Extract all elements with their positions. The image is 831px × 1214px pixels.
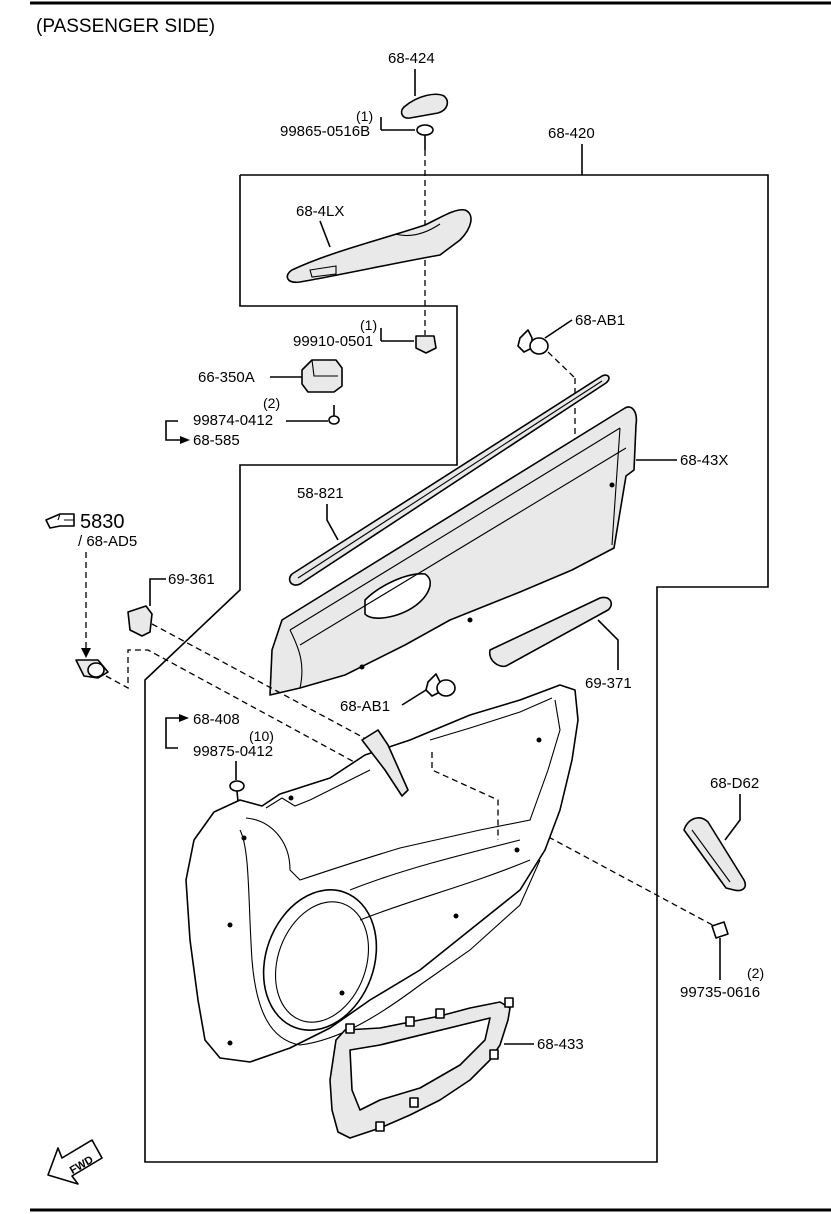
hand-pointer-icon <box>45 513 75 529</box>
label-99874-0412: 99874-0412 <box>193 412 273 429</box>
upper-door-trim-part <box>269 406 638 696</box>
diagram-title: (PASSENGER SIDE) <box>36 16 215 37</box>
door-trim-panel-inner <box>239 699 561 1046</box>
label-99865-0516b: 99865-0516B <box>280 123 370 140</box>
door-clip-mid-icon <box>425 673 456 697</box>
weatherstrip-line <box>297 380 603 579</box>
map-pocket-tabs <box>345 997 514 1132</box>
door-grip-inner <box>691 829 731 883</box>
label-69-361: 69-361 <box>168 571 215 588</box>
label-68-408: 68-408 <box>193 711 240 728</box>
leader-68-4lx <box>319 220 331 248</box>
leader-58-821 <box>326 504 339 541</box>
armrest-switch-panel-detail <box>309 223 441 278</box>
armrest-pad-part <box>488 596 612 668</box>
reference-part: / 68-AD5 <box>78 533 137 550</box>
label-68-585: 68-585 <box>193 432 240 449</box>
qty-screw-bottom: (2) <box>747 965 764 981</box>
small-screw-icon <box>328 405 340 425</box>
trim-screw-icon <box>229 780 245 803</box>
pull-handle-cap-part <box>400 93 449 119</box>
qty-screw-switch: (2) <box>263 395 280 411</box>
label-68-424: 68-424 <box>388 50 435 67</box>
label-68-d62: 68-D62 <box>710 775 759 792</box>
label-58-821: 58-821 <box>297 485 344 502</box>
dash-clip-top <box>547 351 576 379</box>
door-pocket-contour <box>349 839 531 921</box>
arrow-68-408-icon <box>179 714 189 722</box>
forward-arrow-icon: FWD <box>47 1139 103 1185</box>
leader-68-ab1-mid <box>401 689 427 706</box>
bracket-99875-to-68-408 <box>165 717 179 749</box>
label-99910-0501: 99910-0501 <box>293 333 373 350</box>
arrow-ref-icon <box>81 648 91 658</box>
label-68-433: 68-433 <box>537 1036 584 1053</box>
upper-door-trim-contour <box>289 427 627 689</box>
map-pocket-inner <box>349 1017 491 1111</box>
grip-screw-icon <box>711 921 729 950</box>
door-clip-icon <box>517 329 549 355</box>
screw-icon <box>416 124 434 150</box>
door-grip-part <box>683 817 747 892</box>
leader-69-371 <box>597 619 619 670</box>
label-66-350a: 66-350A <box>198 369 255 386</box>
label-69-371: 69-371 <box>585 675 632 692</box>
trim-top-bracket <box>265 697 553 809</box>
reference-page: 5830 <box>80 511 125 533</box>
arrow-68-585-icon <box>180 436 190 444</box>
dash-speaker <box>431 752 499 840</box>
clip-holes <box>227 482 615 1046</box>
label-68-ab1-mid: 68-AB1 <box>340 698 390 715</box>
label-99735-0616: 99735-0616 <box>680 984 760 1001</box>
qty-screw-top: (1) <box>356 108 373 124</box>
upper-door-trim-armrest-slot <box>364 573 431 619</box>
upper-bracket-part <box>361 729 409 797</box>
qty-nut: (1) <box>360 317 377 333</box>
assembly-boundary-outline <box>144 174 769 1163</box>
label-99875-0412: 99875-0412 <box>193 743 273 760</box>
label-68-4lx: 68-4LX <box>296 203 344 220</box>
dash-clip-left <box>105 649 499 841</box>
leader-68-ab1-top <box>544 319 573 339</box>
speaker-grille-inner <box>274 901 370 1023</box>
leader-68-d62 <box>724 794 741 841</box>
bracket-99874-to-68-585 <box>165 420 180 441</box>
push-clip-icon <box>75 659 109 679</box>
armrest-switch-panel-part <box>286 208 472 284</box>
qty-screw-trim: (10) <box>249 728 274 744</box>
leader-69-361 <box>149 578 166 606</box>
window-switch-detail <box>311 359 338 377</box>
label-68-420: 68-420 <box>548 125 595 142</box>
label-68-ab1-top: 68-AB1 <box>575 312 625 329</box>
label-68-43x: 68-43X <box>680 452 728 469</box>
nut-icon <box>415 335 437 354</box>
trim-bracket-part <box>127 605 153 637</box>
